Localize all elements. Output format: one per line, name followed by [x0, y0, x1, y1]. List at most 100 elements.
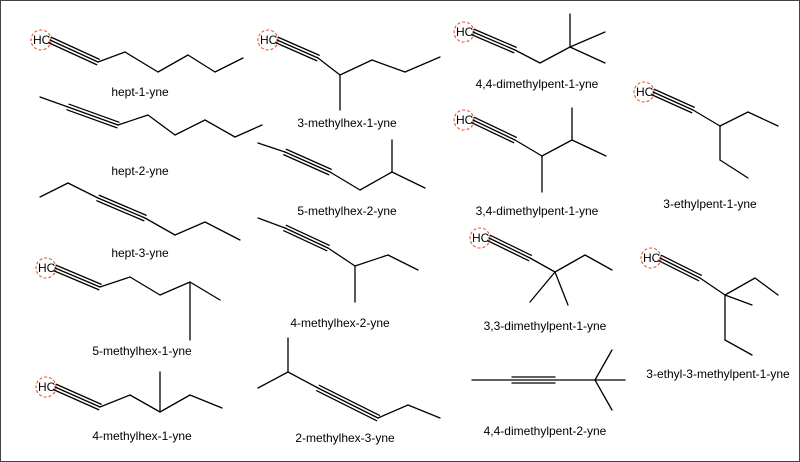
single-bond	[257, 371, 289, 389]
triple-bond-line	[67, 106, 119, 126]
molecule-name-label: 3-ethyl-3-methylpent-1-yne	[646, 367, 790, 381]
single-bond	[571, 139, 607, 157]
single-bond	[719, 159, 749, 179]
bond-line	[569, 31, 606, 48]
molecule-3-ethyl-3-methylpent-1-yne: HC 3-ethyl-3-methylpent-1-yne	[640, 247, 790, 381]
single-bond	[377, 404, 409, 419]
triple-bond-line	[68, 103, 120, 123]
terminal-hc-label: HC	[33, 33, 51, 47]
molecule-4-methylhex-2-yne: 4-methylhex-2-yne	[257, 217, 419, 330]
triple-bond-line	[283, 154, 330, 176]
triple-bond-line	[473, 116, 517, 138]
single-bond	[67, 182, 99, 199]
triple-bond-line	[285, 224, 330, 246]
triple-bond-line	[653, 88, 695, 108]
triple-bond-line	[283, 230, 328, 252]
triple-bond-line	[97, 197, 146, 219]
triple-bond-line	[54, 267, 101, 288]
single-bond	[317, 57, 341, 76]
molecule-4-4-dimethylpent-1-yne: HC 4,4-dimethylpent-1-yne	[453, 13, 606, 91]
single-bond	[287, 371, 319, 389]
single-bond	[97, 51, 126, 63]
triple-bond-line	[471, 122, 515, 144]
triple-bond-line	[53, 389, 100, 411]
single-bond	[724, 277, 756, 296]
molecule-2-methylhex-3-yne: 2-methylhex-3-yne	[257, 337, 441, 445]
bond-line	[594, 379, 613, 411]
single-bond	[329, 171, 361, 191]
molecule-name-label: 4,4-dimethylpent-2-yne	[484, 424, 607, 438]
triple-bond-line	[55, 383, 102, 405]
single-bond	[391, 171, 426, 189]
single-bond	[187, 54, 216, 73]
bond-line	[257, 217, 286, 229]
single-bond	[404, 56, 441, 73]
molecule-name-label: 5-methylhex-1-yne	[92, 344, 192, 358]
single-bond	[724, 339, 753, 356]
molecule-4-4-dimethylpent-2-yne: 4,4-dimethylpent-2-yne	[471, 349, 626, 438]
single-bond	[339, 59, 373, 76]
single-bond	[719, 111, 749, 127]
single-bond	[129, 394, 161, 413]
molecule-3-4-dimethylpent-1-yne: HC 3,4-dimethylpent-1-yne	[453, 107, 607, 218]
triple-bond-line	[50, 36, 100, 60]
single-bond	[584, 254, 613, 271]
triple-bond-line	[53, 270, 100, 291]
molecule-name-label: 3,4-dimethylpent-1-yne	[476, 204, 599, 218]
triple-bond-line	[98, 194, 147, 216]
bond-line	[569, 46, 606, 64]
single-bond	[99, 394, 131, 408]
terminal-hc-label: HC	[636, 85, 654, 99]
triple-bond-line	[472, 119, 516, 141]
triple-bond-line	[471, 34, 515, 54]
molecule-name-label: hept-3-yne	[111, 246, 169, 260]
single-bond	[354, 254, 389, 267]
molecule-name-label: 5-methylhex-2-yne	[297, 204, 397, 218]
single-bond	[541, 139, 573, 157]
triple-bond-line	[55, 264, 102, 285]
triple-bond-line	[473, 28, 517, 48]
molecule-name-label: 4,4-dimethylpent-1-yne	[476, 77, 599, 91]
molecule-4-methylhex-1-yne: HC4-methylhex-1-yne	[35, 371, 223, 443]
single-bond	[214, 57, 244, 73]
bond-line	[699, 277, 726, 296]
terminal-hc-label: HC	[456, 25, 474, 39]
molecule-name-label: hept-1-yne	[111, 85, 169, 99]
bond-line	[724, 294, 753, 306]
molecule-hept-1-yne: HC hept-1-yne	[30, 29, 244, 99]
molecule-name-label: hept-2-yne	[111, 164, 169, 178]
single-bond	[554, 254, 586, 273]
triple-bond-line	[284, 227, 329, 249]
single-bond	[514, 49, 541, 64]
single-bond	[539, 46, 571, 64]
molecule-5-methylhex-2-yne: 5-methylhex-2-yne	[257, 139, 426, 218]
molecule-3-methylhex-1-yne: HC3-methylhex-1-yne	[257, 29, 441, 130]
bond-line	[257, 142, 286, 153]
terminal-hc-label: HC	[643, 251, 661, 265]
molecule-name-label: 3,3-dimethylpent-1-yne	[484, 319, 607, 333]
single-bond	[514, 139, 543, 157]
terminal-hc-label: HC	[456, 113, 474, 127]
triple-bond-line	[318, 384, 380, 416]
triple-bond-line	[277, 36, 320, 56]
single-bond	[407, 404, 441, 419]
triple-bond-line	[66, 109, 118, 129]
molecule-name-label: 4-methylhex-1-yne	[92, 429, 192, 443]
molecule-name-label: 3-methylhex-1-yne	[297, 116, 397, 130]
triple-bond-line	[317, 387, 379, 419]
single-bond	[159, 394, 191, 413]
molecule-5-methylhex-1-yne: HC5-methylhex-1-yne	[35, 257, 221, 358]
bond-line	[39, 96, 69, 108]
triple-bond-line	[49, 39, 99, 63]
molecule-hept-3-yne: hept-3-yne	[39, 182, 241, 260]
molecule-name-label: 3-ethylpent-1-yne	[663, 197, 757, 211]
single-bond	[39, 182, 69, 198]
triple-bond-line	[285, 148, 332, 170]
single-bond	[124, 51, 159, 73]
single-bond	[159, 281, 191, 296]
triple-bond-line	[488, 237, 531, 259]
triple-bond-line	[316, 390, 378, 422]
triple-bond-line	[660, 254, 702, 276]
